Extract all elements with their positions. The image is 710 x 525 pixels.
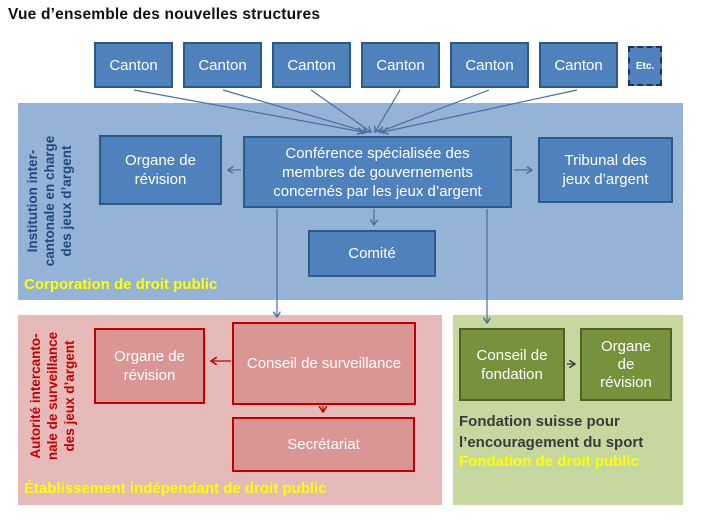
fondation-droit-public-label: Fondation de droit public <box>459 453 639 470</box>
organe-de-revision-pink-box: Organe de révision <box>94 328 205 404</box>
blue-region-side-label: Institution inter- cantonale en charge d… <box>25 135 74 267</box>
corporation-droit-public-label: Corporation de droit public <box>24 276 218 293</box>
comite-box: Comité <box>308 230 436 277</box>
pink-region-side-label: Autorité intercanto- nale de surveillanc… <box>28 331 77 461</box>
conference-specialisee-box: Conférence spécialisée des membres de go… <box>243 136 512 208</box>
secretariat-box: Secrétariat <box>232 417 415 472</box>
etablissement-independant-label: Établissement indépendant de droit publi… <box>24 480 327 497</box>
canton-box-4: Canton <box>361 42 440 88</box>
canton-box-6: Canton <box>539 42 618 88</box>
conseil-de-surveillance-box: Conseil de surveillance <box>232 322 416 405</box>
etc-box: Etc. <box>628 46 662 86</box>
conseil-de-fondation-box: Conseil de fondation <box>459 328 565 401</box>
tribunal-jeux-argent-box: Tribunal des jeux d’argent <box>538 137 673 203</box>
page-title: Vue d’ensemble des nouvelles structures <box>8 6 321 23</box>
fondation-suisse-caption: Fondation suisse pour l’encouragement du… <box>459 413 644 451</box>
canton-box-3: Canton <box>272 42 351 88</box>
organe-de-revision-green-box: Organe de révision <box>580 328 672 401</box>
canton-box-2: Canton <box>183 42 262 88</box>
organe-de-revision-blue-box: Organe de révision <box>99 135 222 205</box>
canton-box-1: Canton <box>94 42 173 88</box>
canton-box-5: Canton <box>450 42 529 88</box>
